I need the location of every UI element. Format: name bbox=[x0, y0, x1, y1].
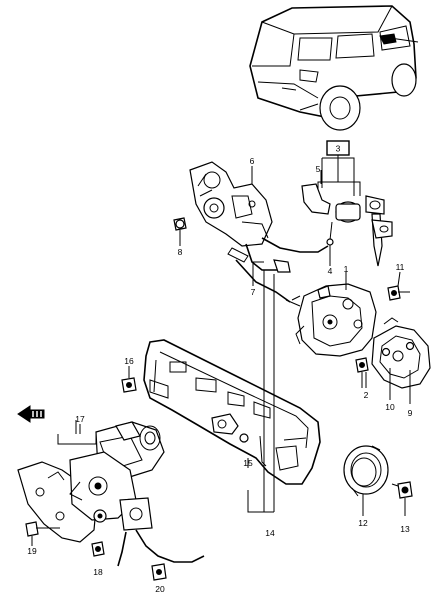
leader-lines bbox=[79, 158, 411, 468]
callout-20: 20 bbox=[155, 584, 165, 594]
bolt-13 bbox=[391, 481, 413, 516]
callout-7: 7 bbox=[251, 287, 256, 297]
grommet-ring bbox=[343, 445, 389, 516]
front-direction-arrow-icon bbox=[17, 405, 45, 423]
key-cylinder-set bbox=[301, 152, 393, 267]
callout-6: 6 bbox=[250, 156, 255, 166]
callout-18: 18 bbox=[93, 567, 103, 577]
callout-13: 13 bbox=[400, 524, 410, 534]
striker-plate bbox=[371, 317, 431, 389]
door-lock-assembly bbox=[189, 161, 329, 303]
callout-3-box: 3 bbox=[326, 140, 350, 156]
callout-10: 10 bbox=[385, 402, 395, 412]
rod-14 bbox=[247, 270, 275, 513]
callout-14: 14 bbox=[265, 528, 275, 538]
callout-5: 5 bbox=[316, 164, 321, 174]
callout-9: 9 bbox=[408, 408, 413, 418]
callout-19: 19 bbox=[27, 546, 37, 556]
callout-1: 1 bbox=[344, 264, 349, 274]
rear-latch-assembly bbox=[285, 283, 377, 357]
callout-12: 12 bbox=[358, 518, 368, 528]
callout-15: 15 bbox=[243, 458, 253, 468]
suv-vehicle-icon bbox=[249, 5, 419, 131]
screw-11 bbox=[387, 285, 410, 301]
screw-2 bbox=[355, 357, 369, 388]
callout-8: 8 bbox=[178, 247, 183, 257]
garnish-panel bbox=[143, 339, 321, 485]
callout-2: 2 bbox=[364, 390, 369, 400]
bolt-19 bbox=[25, 521, 60, 546]
callout-16: 16 bbox=[124, 356, 134, 366]
bolt-18 bbox=[91, 541, 105, 557]
callout-11: 11 bbox=[396, 262, 405, 272]
callout-17: 17 bbox=[75, 414, 85, 424]
callout-3: 3 bbox=[336, 144, 341, 154]
callout-4: 4 bbox=[328, 266, 333, 276]
bolt-16 bbox=[121, 377, 137, 393]
bolt-20 bbox=[151, 563, 167, 581]
lock-actuator-assembly bbox=[17, 420, 205, 567]
